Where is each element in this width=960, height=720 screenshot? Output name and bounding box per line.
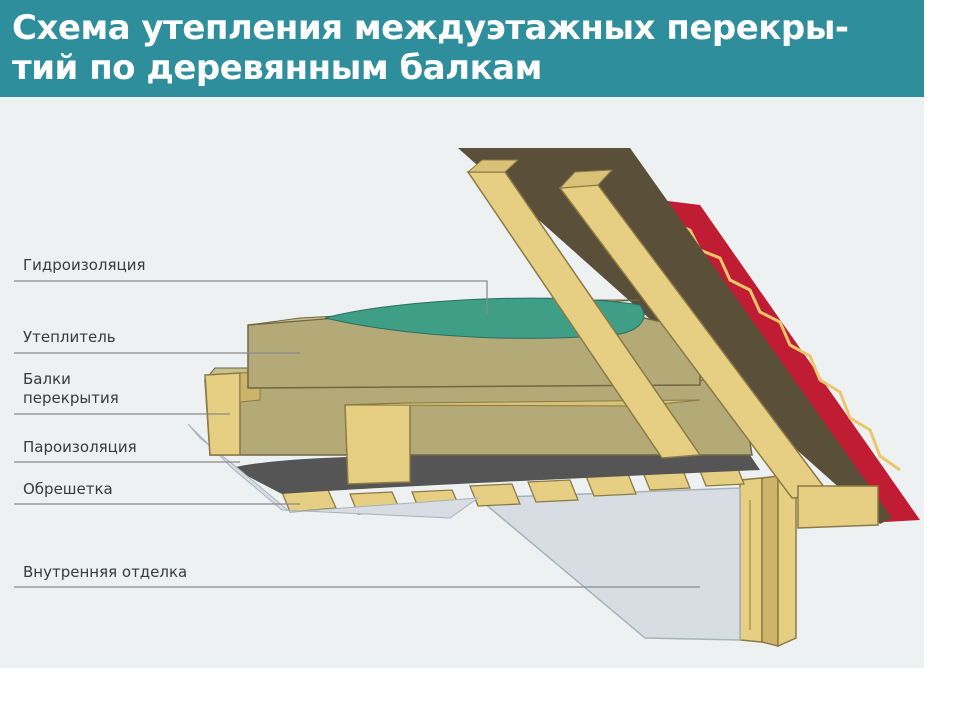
label-vapor-barrier: Пароизоляция	[23, 438, 137, 456]
diagram-title-line-1: Схема утепления междуэтажных перекры-	[12, 8, 849, 48]
floor-beams	[204, 371, 701, 485]
label-beams-line-2: перекрытия	[23, 389, 119, 407]
floor-insulation-illustration	[14, 148, 920, 648]
roof-tiles	[660, 200, 920, 522]
label-waterproofing: Гидроизоляция	[23, 256, 146, 274]
callout-leader-lines	[14, 280, 700, 588]
interior-finish-board	[476, 487, 741, 641]
wall-posts	[739, 473, 797, 648]
rafters	[466, 159, 879, 529]
label-lathing: Обрешетка	[23, 480, 113, 498]
diagram-frame: Схема утепления междуэтажных перекры- ти…	[0, 0, 924, 668]
title-banner: Схема утепления междуэтажных перекры- ти…	[0, 0, 924, 97]
label-interior-finish: Внутренняя отделка	[23, 563, 188, 581]
label-beams-line-1: Балки	[23, 370, 71, 388]
label-insulation: Утеплитель	[23, 328, 116, 346]
diagram-title-line-2: тий по деревянным балкам	[12, 48, 542, 88]
leader-waterproofing	[14, 280, 488, 315]
